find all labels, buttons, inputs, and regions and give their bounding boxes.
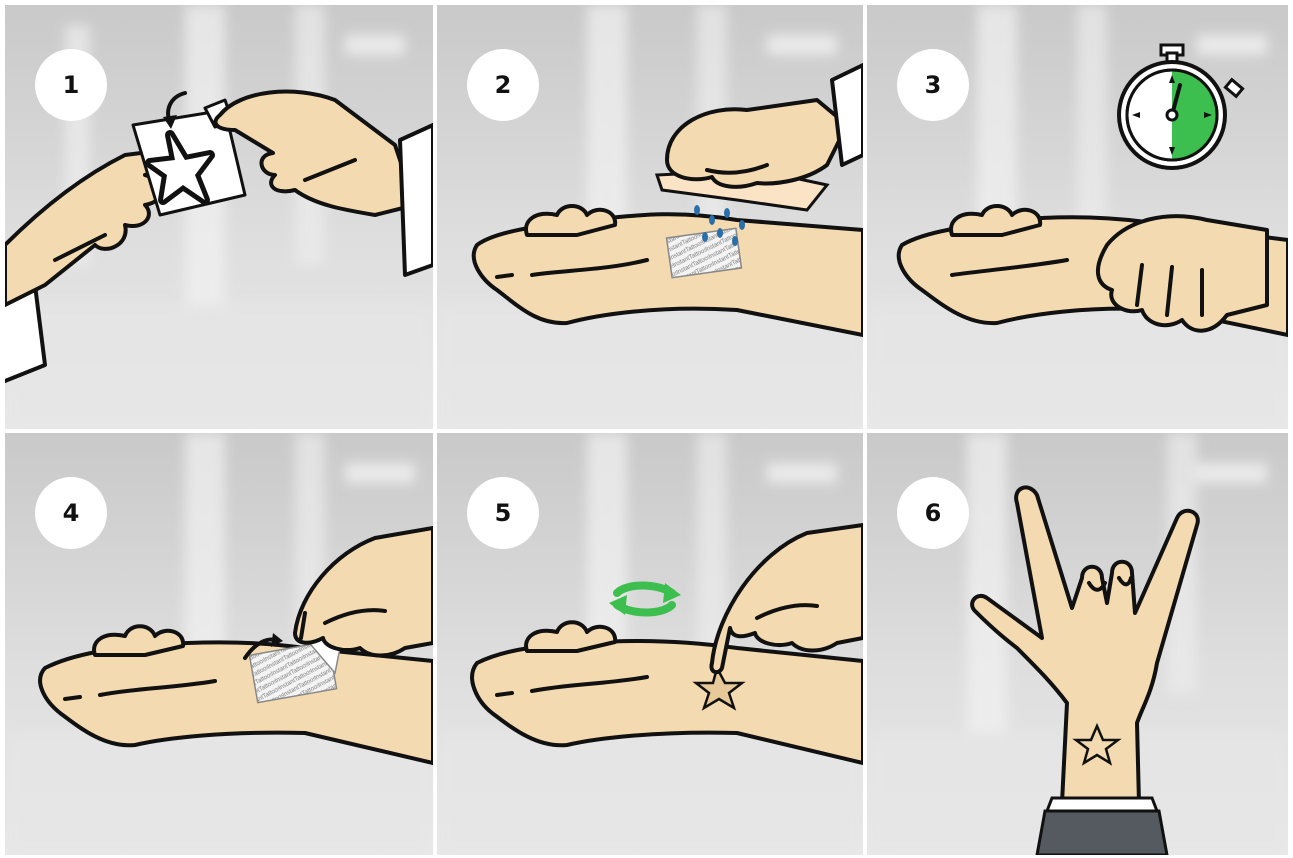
step-number-badge: 4 (35, 477, 107, 549)
step-panel-3: 3 (867, 5, 1288, 429)
jacket-sleeve (1037, 811, 1167, 855)
step-number-badge: 1 (35, 49, 107, 121)
shirt-cuff (1047, 798, 1157, 811)
step-panel-2: 2 (437, 5, 863, 429)
step-number-badge: 2 (467, 49, 539, 121)
step-panel-1: 1 (5, 5, 433, 429)
step-number-badge: 6 (897, 477, 969, 549)
step-panel-6: 6 (867, 433, 1288, 855)
step-panel-4: 4 (5, 433, 433, 855)
step-number-badge: 3 (897, 49, 969, 121)
step-panel-5: 5 (437, 433, 863, 855)
step-number-badge: 5 (467, 477, 539, 549)
